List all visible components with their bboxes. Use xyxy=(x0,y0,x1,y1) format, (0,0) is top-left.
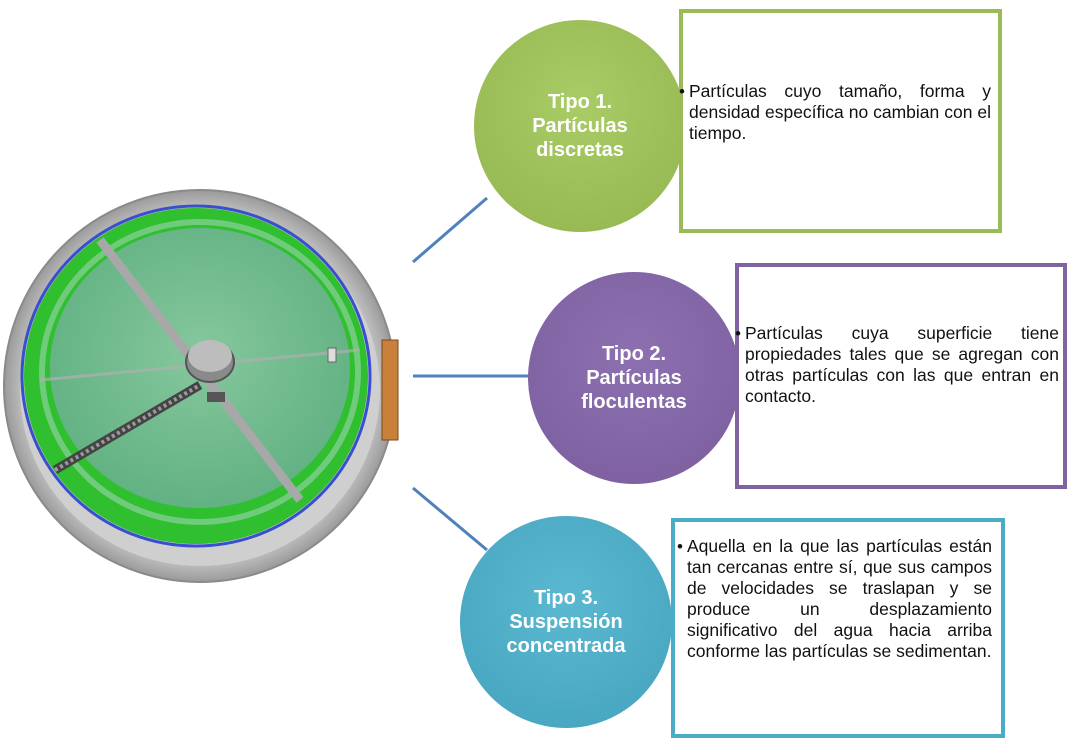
type-1-description: Partículas cuyo tamaño, forma y densidad… xyxy=(689,81,991,143)
type-2-description: Partículas cuya superficie tiene propied… xyxy=(745,323,1059,406)
type-2-title: Tipo 2. Partículas floculentas xyxy=(581,343,687,413)
type-2-circle: Tipo 2. Partículas floculentas xyxy=(528,272,740,484)
type-1-circle: Tipo 1. Partículas discretas xyxy=(474,20,686,232)
connector-line-1 xyxy=(412,196,488,264)
type-1-title: Tipo 1. Partículas discretas xyxy=(532,91,628,161)
type-2-bullet: • xyxy=(735,324,741,343)
type-3-bullet: • xyxy=(677,537,683,556)
type-1-bullet: • xyxy=(679,82,685,101)
type-3-circle: Tipo 3. Suspensión concentrada xyxy=(460,516,672,728)
type-2-description-box: • Partículas cuya superficie tiene propi… xyxy=(735,263,1067,489)
circular-sedimentation-tank-icon xyxy=(3,189,399,583)
type-3-description-box: • Aquella en la que las partículas están… xyxy=(671,518,1005,738)
connector-line-3 xyxy=(412,486,488,552)
type-3-description: Aquella en la que las partículas están t… xyxy=(687,536,992,661)
type-1-description-box: • Partículas cuyo tamaño, forma y densid… xyxy=(679,9,1002,233)
sedimentation-tank-image xyxy=(3,189,399,583)
type-3-title: Tipo 3. Suspensión concentrada xyxy=(506,587,626,657)
